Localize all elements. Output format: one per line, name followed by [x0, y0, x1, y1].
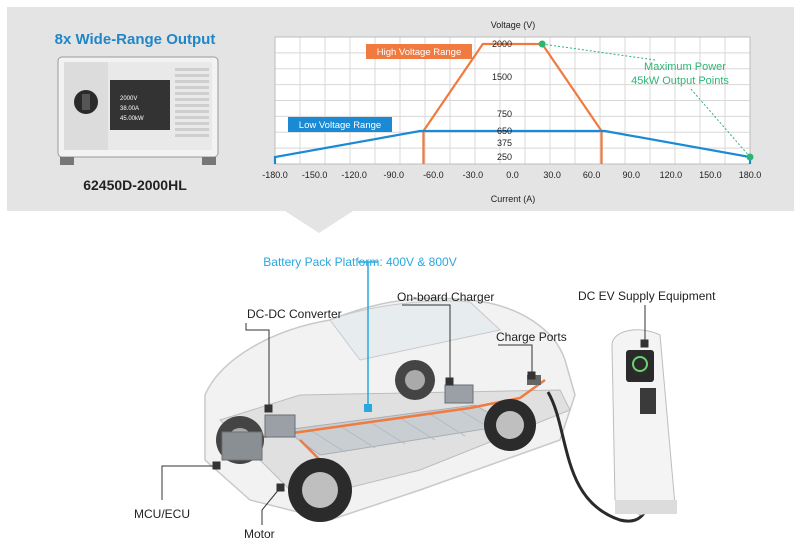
chart-ticks: -180.0 -150.0 -120.0 -90.0 -60.0 -30.0 0.0 30.0…	[262, 39, 761, 180]
y-tick-label: 1500	[492, 72, 512, 82]
y-tick-label: 750	[497, 109, 512, 119]
x-tick-label: 90.0	[622, 170, 640, 180]
low-range-label: Low Voltage Range	[299, 120, 381, 131]
y-tick-label: 650	[497, 126, 512, 136]
evse-label: DC EV Supply Equipment	[578, 289, 716, 303]
mcu-ecu-label: MCU/ECU	[134, 507, 190, 521]
battery-pack-label: Battery Pack Platform: 400V & 800V	[263, 255, 457, 269]
x-tick-label: 180.0	[739, 170, 762, 180]
high-voltage-range-line	[422, 42, 603, 164]
high-range-label-box	[366, 44, 472, 59]
x-tick-label: 150.0	[699, 170, 722, 180]
x-tick-label: 60.0	[583, 170, 601, 180]
x-tick-label: -60.0	[423, 170, 444, 180]
high-range-label: High Voltage Range	[377, 47, 462, 58]
max-power-point	[746, 153, 754, 161]
x-tick-label: -30.0	[463, 170, 484, 180]
x-tick-label: 30.0	[543, 170, 561, 180]
max-power-point	[538, 40, 546, 48]
x-tick-label: -90.0	[383, 170, 404, 180]
x-tick-label: 0.0	[506, 170, 519, 180]
panel-pointer	[285, 211, 353, 233]
annotation-leader	[542, 43, 656, 61]
x-tick-label: 120.0	[660, 170, 683, 180]
x-tick-label: -120.0	[341, 170, 367, 180]
y-axis-label: Voltage (V)	[491, 20, 536, 30]
dcdc-converter-label: DC-DC Converter	[247, 307, 342, 321]
y-tick-label: 2000	[492, 39, 512, 49]
low-range-label-box	[288, 117, 392, 132]
x-tick-label: -150.0	[302, 170, 328, 180]
annotation-leader	[689, 87, 751, 158]
annotation-leaders	[538, 40, 754, 161]
y-tick-label: 250	[497, 152, 512, 162]
annotation-line1: Maximum Power	[644, 61, 726, 73]
onboard-charger-label: On-board Charger	[397, 290, 495, 304]
evse-station	[611, 329, 677, 516]
panel-title: 8x Wide-Range Output	[54, 31, 216, 48]
motor-label: Motor	[244, 527, 275, 541]
x-axis-label: Current (A)	[491, 194, 536, 204]
charge-ports-label: Charge Ports	[496, 330, 567, 344]
battery-marker	[364, 404, 372, 412]
model-number: 62450D-2000HL	[83, 177, 187, 193]
plot-border	[274, 36, 751, 165]
x-tick-label: -180.0	[262, 170, 288, 180]
annotation-line2: 45kW Output Points	[631, 75, 729, 87]
y-tick-label: 375	[497, 138, 512, 148]
car-illustration	[204, 297, 576, 522]
